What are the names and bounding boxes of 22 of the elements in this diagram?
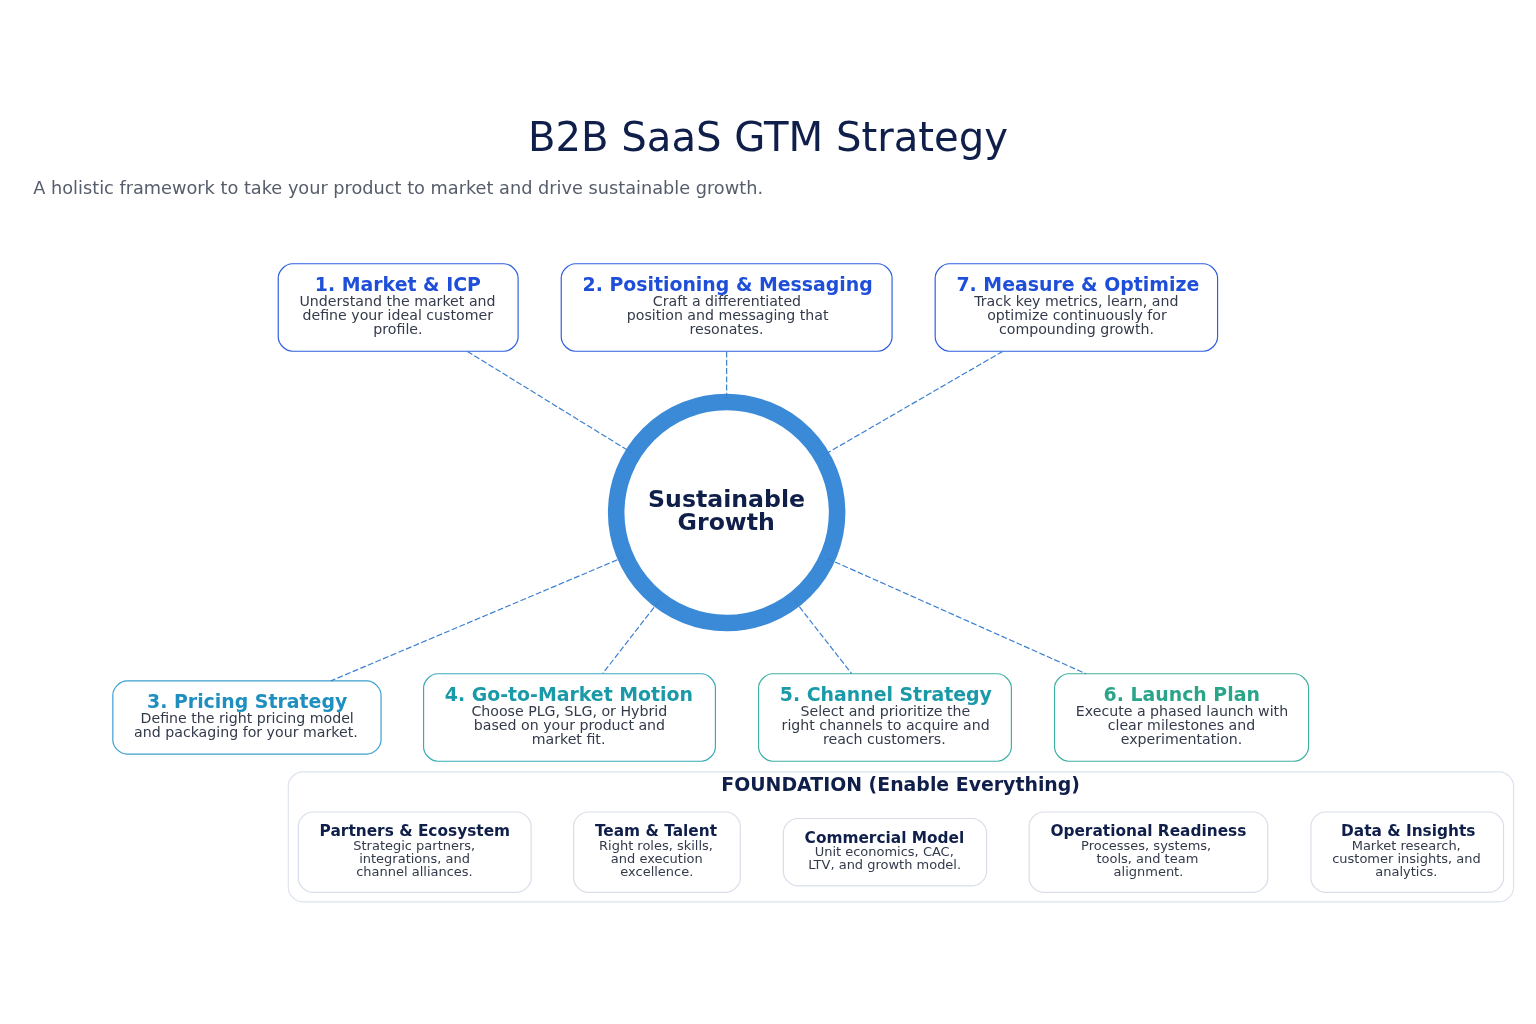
connector xyxy=(821,350,1004,457)
connector xyxy=(466,350,634,454)
node-box: Commercial Model Unit economics, CAC, LTV, and growth model. xyxy=(782,817,988,886)
connector xyxy=(793,599,853,674)
node-box: 6. Launch Plan Execute a phased launch with clear milestones and experimentation. xyxy=(1053,672,1310,762)
label: A holistic framework to take your product to market and drive sustainable growth. xyxy=(33,177,764,198)
connector xyxy=(827,557,1087,674)
connector xyxy=(330,555,626,681)
connector xyxy=(726,350,728,402)
diagram-title: B2B SaaS GTM Strategy xyxy=(527,113,1009,160)
node-box: 3. Pricing Strategy Define the right pricing model and packaging for your market. xyxy=(112,679,382,755)
connector xyxy=(602,599,660,674)
node-box: Operational Readiness Processes, systems, tools, and team alignment. xyxy=(1028,810,1269,893)
node-box: Partners & Ecosystem Strategic partners, integrations, and channel alliances. xyxy=(297,810,532,893)
node-box: 7. Measure & Optimize Track key metrics, learn, and optimize continuously for compounding growth. xyxy=(934,262,1219,352)
node-box: 1. Market & ICP Understand the market and define your ideal customer profile. xyxy=(277,262,519,352)
node-circle: Sustainable Growth xyxy=(607,393,846,631)
node-box: 4. Go-to-Market Motion Choose PLG, SLG, or Hybrid based on your product and market fit. xyxy=(423,672,716,762)
node-box: 2. Positioning & Messaging Craft a differentiated position and messaging that resonates. xyxy=(560,262,893,352)
node-box: Team & Talent Right roles, skills, and execution excellence. xyxy=(573,810,741,893)
node-box: 5. Channel Strategy Select and prioritize the right channels to acquire and reach customers. xyxy=(757,672,1012,762)
node-box: Data & Insights Market research, customer insights, and analytics. xyxy=(1310,810,1505,893)
